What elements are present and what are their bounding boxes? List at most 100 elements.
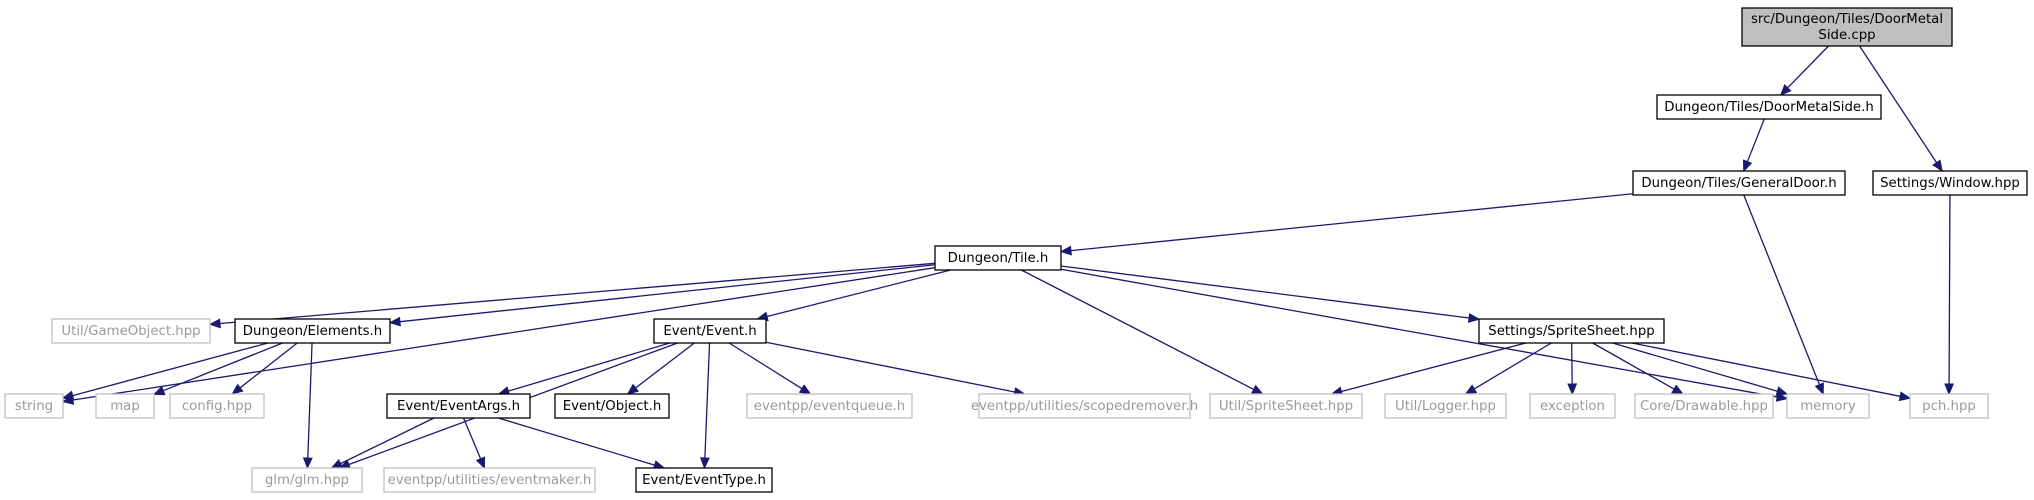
edge-line: [1571, 342, 1573, 385]
edge-line: [1746, 118, 1765, 162]
edge-line: [635, 342, 695, 389]
edge-arrowhead: [1898, 391, 1912, 402]
node-box: [383, 467, 596, 493]
node-window_hpp[interactable]: Settings/Window.hpp: [1872, 170, 2028, 196]
node-label: config.hpp: [182, 399, 252, 414]
edge-elements_h-to-config_hpp: [231, 342, 298, 395]
edge-line: [1631, 342, 1901, 397]
node-label: eventpp/utilities/scopedremover.h: [971, 399, 1198, 414]
node-box: [95, 393, 155, 419]
edge-arrowhead: [1944, 383, 1955, 396]
node-box: [746, 393, 913, 419]
node-label: Util/GameObject.hpp: [61, 324, 200, 339]
node-label: Settings/Window.hpp: [1880, 176, 2020, 191]
node-label: map: [110, 399, 140, 414]
node-box: [234, 318, 391, 344]
edge-line: [399, 264, 936, 323]
node-label: Event/Object.h: [563, 399, 662, 414]
edge-root-to-window_hpp: [1858, 45, 1943, 173]
edge-elements_h-to-map: [152, 342, 283, 396]
edge-line: [1060, 265, 1470, 319]
edge-event_h-to-object_h: [626, 342, 695, 395]
edge-tile_h-to-memory: [1060, 268, 1789, 402]
edge-window_hpp-to-pch_hpp: [1944, 194, 1955, 396]
edge-arrowhead: [1742, 159, 1753, 173]
nodes-layer: src/Dungeon/Tiles/DoorMetalSide.cppDunge…: [4, 7, 2028, 493]
edge-spritesheet_settings-to-util_spritesheet: [1330, 342, 1526, 397]
node-label: Dungeon/Tile.h: [948, 251, 1049, 266]
edge-root-to-doormetalside_h: [1779, 45, 1829, 96]
node-elements_h[interactable]: Dungeon/Elements.h: [234, 318, 391, 344]
edge-generaldoor_h-to-memory: [1743, 194, 1824, 396]
edge-tile_h-to-spritesheet_settings: [1060, 265, 1481, 323]
node-box: [978, 393, 1191, 419]
node-eventtype_h[interactable]: Event/EventType.h: [635, 467, 773, 493]
edge-arrowhead: [475, 456, 485, 470]
node-doormetalside_h[interactable]: Dungeon/Tiles/DoorMetalSide.h: [1656, 94, 1882, 120]
node-label: Dungeon/Tiles/GeneralDoor.h: [1641, 176, 1836, 191]
edge-line: [1070, 193, 1634, 252]
edge-line: [1060, 268, 1778, 398]
node-label: Dungeon/Tiles/DoorMetalSide.h: [1664, 100, 1874, 115]
node-exception: exception: [1529, 393, 1616, 419]
node-object_h[interactable]: Event/Object.h: [554, 393, 670, 419]
node-box: [1656, 94, 1882, 120]
edge-line: [462, 417, 482, 460]
node-box: [386, 393, 531, 419]
node-util_spritesheet: Util/SpriteSheet.hpp: [1209, 393, 1363, 419]
node-spritesheet_settings[interactable]: Settings/SpriteSheet.hpp: [1478, 318, 1665, 344]
node-label: Event/EventType.h: [642, 473, 766, 488]
node-tile_h[interactable]: Dungeon/Tile.h: [934, 245, 1062, 271]
node-event_h[interactable]: Event/Event.h: [653, 318, 767, 344]
node-memory: memory: [1786, 393, 1870, 419]
node-box: [51, 318, 211, 344]
edge-tile_h-to-elements_h: [388, 264, 936, 327]
node-box: [1909, 393, 1989, 419]
node-box: [1209, 393, 1363, 419]
edge-line: [766, 269, 951, 318]
node-box: [1786, 393, 1870, 419]
edge-spritesheet_settings-to-memory: [1612, 342, 1789, 396]
edge-arrowhead: [626, 383, 640, 395]
edge-line: [340, 417, 435, 465]
edge-event_h-to-eventargs_h: [497, 342, 670, 396]
node-logger_hpp: Util/Logger.hpp: [1384, 393, 1507, 419]
node-eventmaker_h: eventpp/utilities/eventmaker.h: [383, 467, 596, 493]
edge-line: [1341, 342, 1526, 393]
edge-tile_h-to-gameobject_hpp: [208, 262, 936, 329]
edge-arrowhead: [388, 316, 401, 327]
node-label: Settings/SpriteSheet.hpp: [1488, 324, 1654, 339]
node-glm_hpp: glm/glm.hpp: [251, 467, 363, 493]
edge-line: [72, 267, 936, 401]
edge-arrowhead: [152, 385, 166, 396]
edge-line: [1473, 342, 1552, 390]
node-label: eventpp/utilities/eventmaker.h: [388, 473, 592, 488]
node-label: Event/EventArgs.h: [397, 399, 520, 414]
edge-elements_h-to-string: [61, 342, 269, 401]
edge-spritesheet_settings-to-logger_hpp: [1464, 342, 1552, 395]
edge-arrowhead: [1467, 312, 1481, 323]
edge-line: [1858, 45, 1938, 164]
edge-arrowhead: [1059, 245, 1072, 256]
edge-arrowhead: [1464, 384, 1478, 395]
node-label: pch.hpp: [1922, 399, 1976, 414]
node-box: [635, 467, 773, 493]
node-box: [4, 393, 64, 419]
edge-arrowhead: [699, 457, 710, 470]
node-box: [169, 393, 265, 419]
node-box: [1872, 170, 2028, 196]
edge-line: [307, 342, 313, 459]
edge-arrowhead: [1932, 159, 1943, 173]
edge-line: [1612, 342, 1778, 392]
edge-arrowhead: [798, 384, 812, 395]
node-eventqueue_h: eventpp/eventqueue.h: [746, 393, 913, 419]
node-generaldoor_h[interactable]: Dungeon/Tiles/GeneralDoor.h: [1632, 170, 1846, 196]
edge-arrowhead: [330, 458, 344, 469]
edge-generaldoor_h-to-tile_h: [1059, 193, 1634, 256]
node-gameobject_hpp: Util/GameObject.hpp: [51, 318, 211, 344]
node-root[interactable]: src/Dungeon/Tiles/DoorMetalSide.cpp: [1741, 7, 1953, 47]
edge-elements_h-to-glm_hpp: [302, 342, 313, 470]
node-eventargs_h[interactable]: Event/EventArgs.h: [386, 393, 531, 419]
node-box: [251, 467, 363, 493]
